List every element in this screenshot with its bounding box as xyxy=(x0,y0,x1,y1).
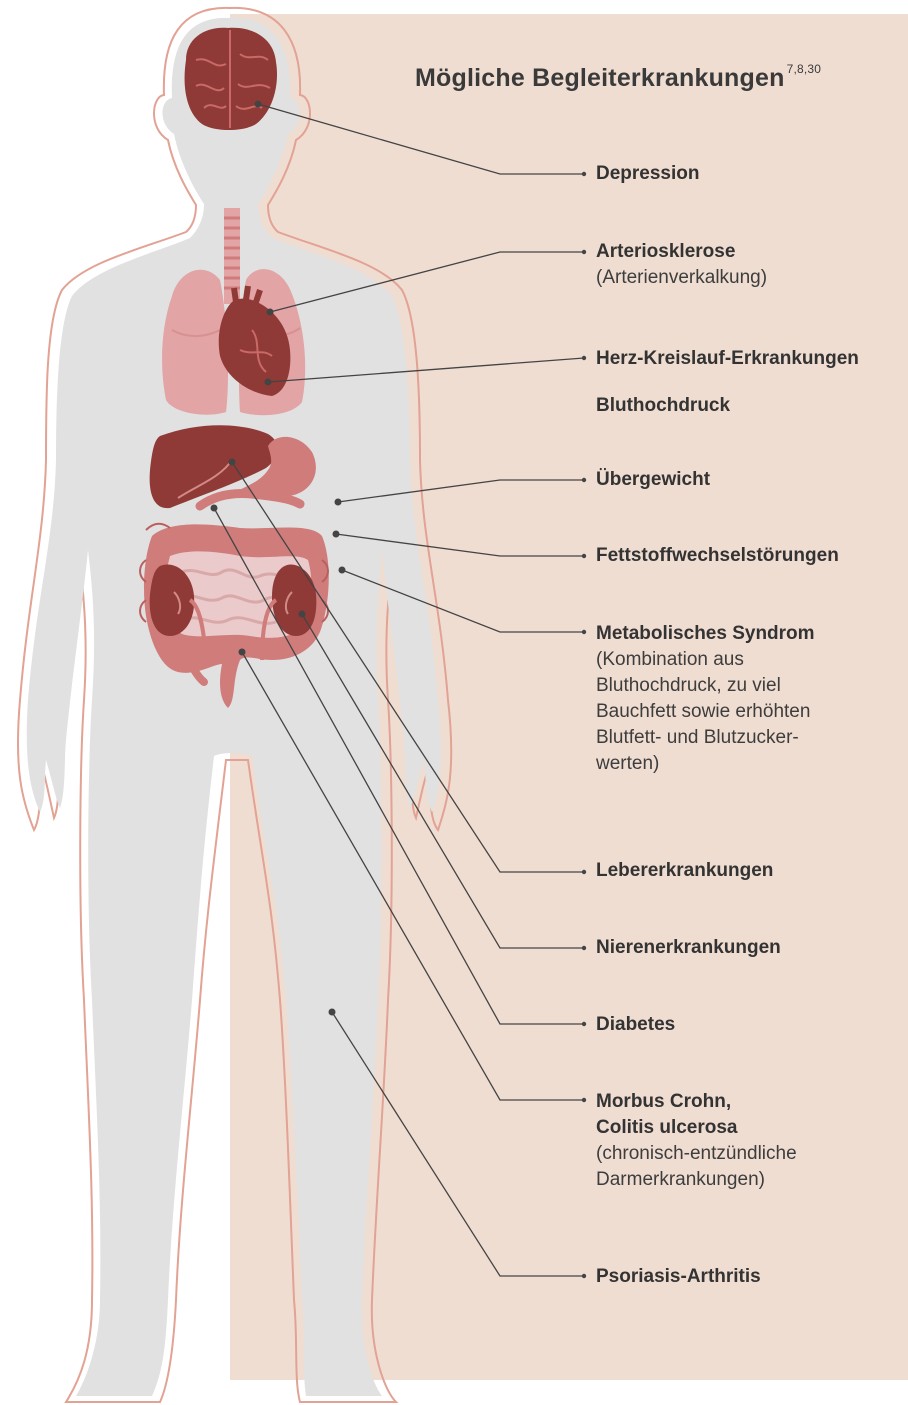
label-arteriosklerose: Arteriosklerose (Arterienverkalkung) xyxy=(596,239,896,291)
label-uebergewicht: Übergewicht xyxy=(596,467,896,493)
label-psoriasis-arthritis: Psoriasis-Arthritis xyxy=(596,1264,896,1290)
label-fettstoffwechsel: Fettstoffwechselstörungen xyxy=(596,543,896,569)
title-references: 7,8,30 xyxy=(787,62,822,76)
label-herz-kreislauf: Herz-Kreislauf-Erkrankungen xyxy=(596,346,896,372)
label-diabetes: Diabetes xyxy=(596,1012,896,1038)
label-metabolisches-syndrom: Metabolisches Syndrom (Kombination aus B… xyxy=(596,621,896,777)
brain-organ xyxy=(185,28,277,130)
label-morbus-crohn: Morbus Crohn, Colitis ulcerosa (chronisc… xyxy=(596,1089,896,1193)
label-nierenerkrankungen: Nierenerkrankungen xyxy=(596,935,896,961)
label-lebererkrankungen: Lebererkrankungen xyxy=(596,858,896,884)
label-depression: Depression xyxy=(596,161,896,187)
label-bluthochdruck: Bluthochdruck xyxy=(596,393,896,419)
